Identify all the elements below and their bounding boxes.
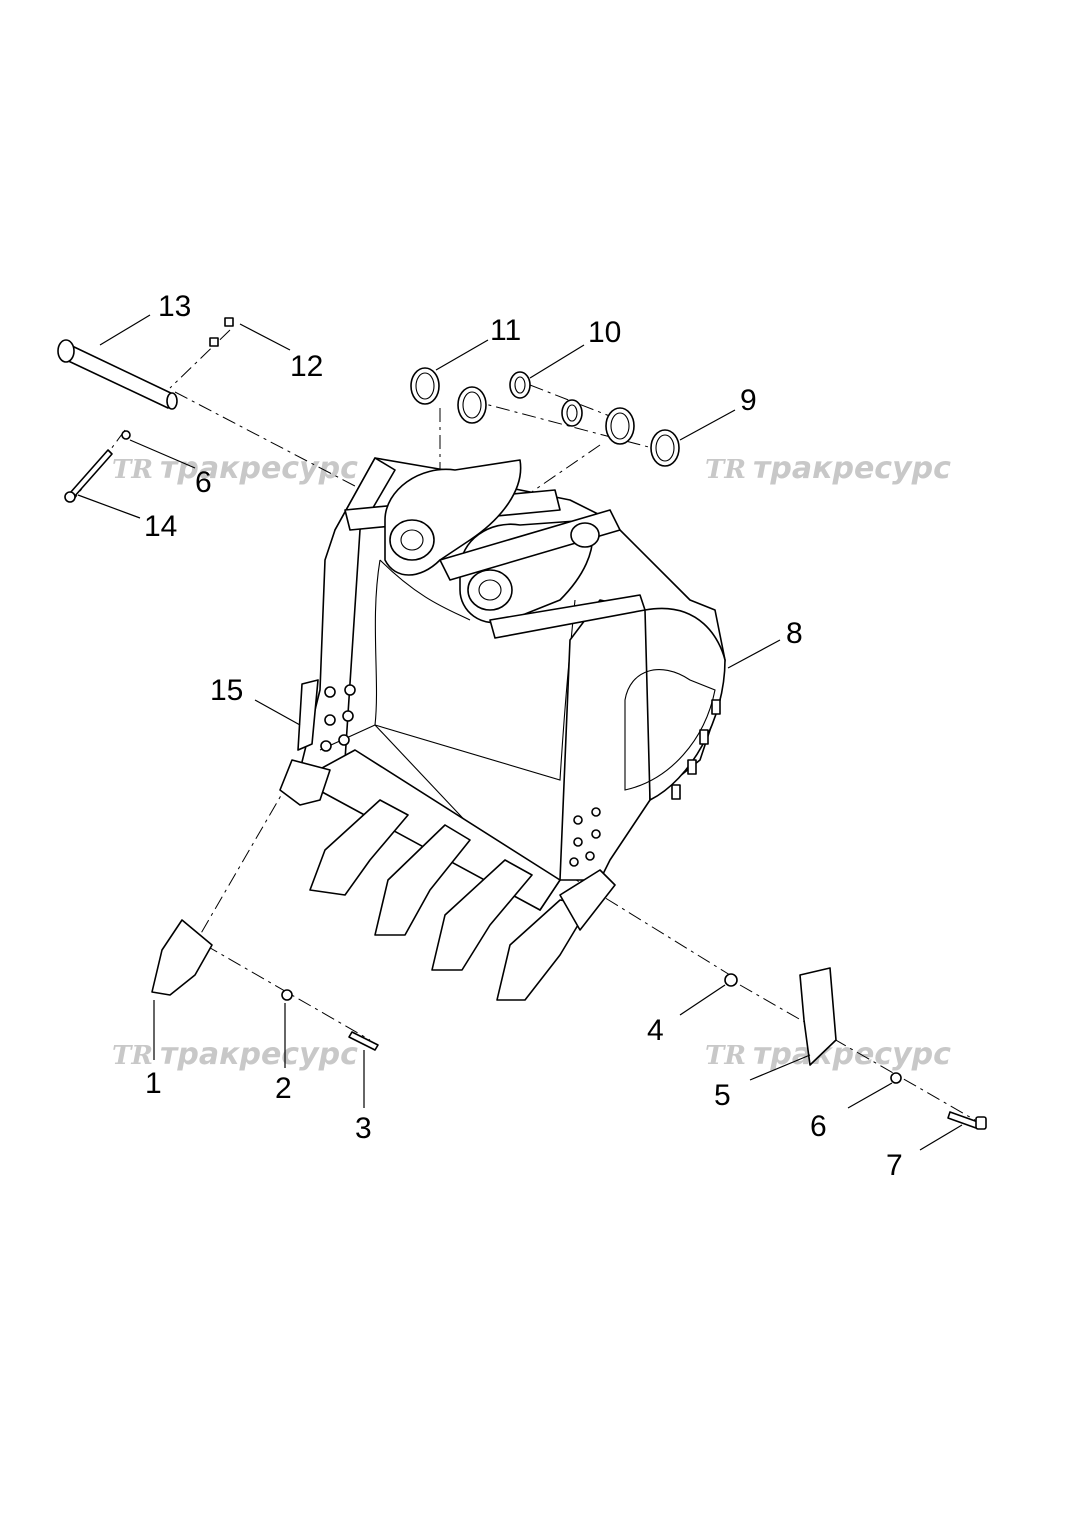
callout-13: 13 [158,290,191,323]
side-cutter-5 [799,967,837,1066]
callout-labels: 13 12 11 10 9 6 14 8 15 1 2 3 4 5 6 7 [144,290,903,1182]
watermark-logo: TR [705,455,746,485]
plug-12a [224,317,234,327]
side-cutter-bolt-holes-left [320,684,356,752]
washer-6-top [121,430,131,440]
watermark-logo: TR [112,1041,153,1071]
callout-9: 9 [740,384,757,417]
callout-2: 2 [275,1072,292,1105]
callout-3: 3 [355,1112,372,1145]
watermark-bottom-right: TR тракресурс [705,1037,951,1072]
pin-3 [348,1031,379,1051]
retainer-2 [281,989,293,1001]
bucket-body [299,457,726,911]
side-cutter-mounted [297,679,319,751]
watermark-top-right: TR тракресурс [705,451,951,486]
shim-10a [509,371,531,399]
pin-13 [57,339,178,410]
callout-15: 15 [210,674,243,707]
watermark-text: тракресурс [753,451,951,486]
callout-4: 4 [647,1014,664,1047]
nut-4 [724,973,738,987]
callout-14: 14 [144,510,177,543]
watermark-logo: TR [705,1041,746,1071]
callout-1: 1 [145,1067,162,1100]
callout-7: 7 [886,1149,903,1182]
bolt-14 [64,449,113,503]
callout-6-top: 6 [195,466,212,499]
callout-12: 12 [290,350,323,383]
watermark-top-left: TR тракресурс [112,451,358,486]
callout-11: 11 [490,314,521,347]
watermark-text: тракресурс [753,1037,951,1072]
callout-5: 5 [714,1079,731,1112]
watermark-text: тракресурс [160,1037,358,1072]
leader-lines [77,314,963,1151]
tooth-1 [151,919,213,996]
side-cutter-bolt-holes-right [569,807,601,867]
callout-10: 10 [588,316,621,349]
wear-strips [671,699,721,800]
callout-6-bottom: 6 [810,1110,827,1143]
mounted-teeth [279,759,616,1001]
washer-6-bottom [890,1072,902,1084]
plug-12b [209,337,219,347]
callout-8: 8 [786,617,803,650]
watermark-bottom-left: TR тракресурс [112,1037,358,1072]
watermark-text: тракресурс [160,451,358,486]
shim-10b [561,399,583,427]
watermark-logo: TR [112,455,153,485]
bolt-7 [947,1111,987,1130]
